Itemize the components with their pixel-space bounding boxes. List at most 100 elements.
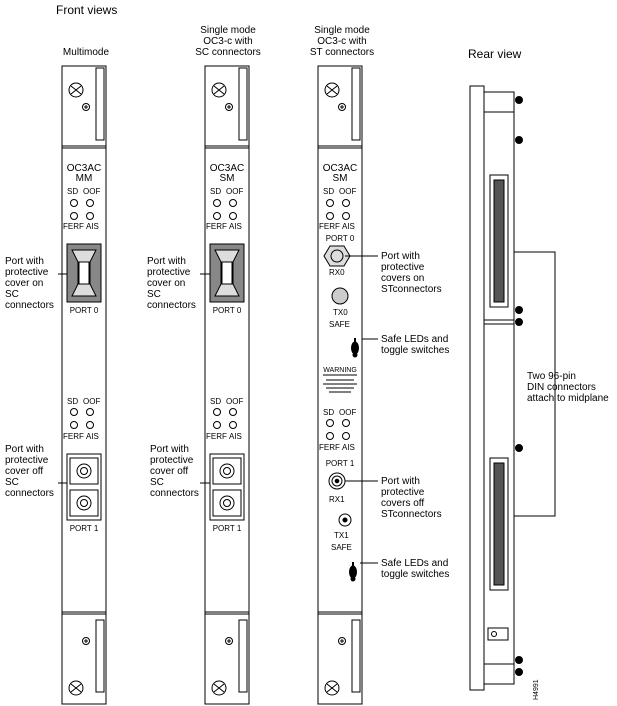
led-label-sd: SD: [323, 187, 335, 196]
callout-st-covers-off: Port with protective covers off STconnec…: [381, 476, 442, 520]
sc-port-cover-off: [66, 453, 102, 521]
led-label-ferf: FERF: [63, 432, 84, 441]
port-label: PORT 0: [325, 234, 355, 243]
led-label-ferf: FERF: [63, 222, 84, 231]
port-label: PORT 1: [212, 524, 242, 533]
st-port-rx1-open: [328, 472, 346, 490]
st-port-tx0-covered: [331, 287, 349, 305]
led-label-oof: OOF: [83, 187, 101, 196]
led-label-ais: AIS: [342, 222, 355, 231]
led-label-sd: SD: [67, 397, 79, 406]
leader-lines: [58, 255, 378, 564]
callout-safe-leds-1: Safe LEDs and toggle switches: [381, 334, 450, 356]
led-label-oof: OOF: [83, 397, 101, 406]
toggle-switch-icon: [349, 562, 357, 582]
card-title: OC3AC SM: [209, 163, 245, 184]
card-multimode: [61, 65, 107, 705]
callout-sc-cover-on: Port with protective cover on SC connect…: [147, 256, 196, 311]
st-port-tx1-open: [338, 513, 352, 527]
status-leds: [213, 199, 237, 220]
led-label-oof: OOF: [339, 408, 357, 417]
sc-port-cover-off: [209, 453, 245, 521]
status-leds: [213, 408, 237, 429]
led-label-oof: OOF: [226, 397, 244, 406]
led-label-oof: OOF: [226, 187, 244, 196]
din-connector-top: [489, 174, 509, 308]
led-label-ais: AIS: [86, 222, 99, 231]
safe-label: SAFE: [329, 320, 350, 329]
rear-screw-icon: [515, 444, 523, 452]
top-screw-icon: [68, 82, 84, 98]
rear-view-card: [469, 85, 556, 691]
callout-mm-cover-on: Port with protective cover on SC connect…: [5, 256, 54, 311]
callout-din-connectors: Two 96-pin DIN connectors attach to midp…: [527, 371, 609, 404]
rear-screw-icon: [515, 656, 523, 664]
small-screw-icon: [82, 103, 90, 111]
led-label-ais: AIS: [342, 443, 355, 452]
port-label: PORT 0: [212, 306, 242, 315]
din-connector-bottom: [489, 457, 509, 591]
rear-view-heading: Rear view: [468, 47, 522, 61]
toggle-switch-icon: [351, 338, 359, 358]
callout-safe-leds-2: Safe LEDs and toggle switches: [381, 558, 450, 580]
card-title: OC3AC MM: [66, 163, 102, 184]
led-label-ais: AIS: [86, 432, 99, 441]
led-label-ferf: FERF: [206, 222, 227, 231]
port-label: PORT 0: [69, 306, 99, 315]
callout-mm-cover-off: Port with protective cover off SC connec…: [5, 444, 54, 499]
card-singlemode-st: [317, 65, 363, 705]
small-screw-icon: [338, 637, 346, 645]
card-singlemode-sc: [204, 65, 250, 705]
rear-screw-icon: [515, 136, 523, 144]
led-label-sd: SD: [210, 187, 222, 196]
led-label-ais: AIS: [229, 432, 242, 441]
safe-label: SAFE: [331, 543, 352, 552]
rear-screw-icon: [515, 318, 523, 326]
st-port-rx0-covered: [323, 245, 351, 267]
top-screw-icon: [324, 82, 340, 98]
sc-port-cover-on: [209, 243, 245, 303]
rear-screw-icon: [515, 306, 523, 314]
warning-label: [323, 374, 357, 393]
small-screw-icon: [225, 103, 233, 111]
port-label: PORT 1: [325, 459, 355, 468]
status-leds: [70, 408, 94, 429]
small-screw-icon: [338, 103, 346, 111]
tx-label: TX1: [334, 531, 349, 540]
bottom-screw-icon: [68, 680, 84, 696]
singlemode-st-heading: Single mode OC3-c with ST connectors: [309, 25, 375, 58]
rx-label: RX1: [329, 495, 345, 504]
tx-label: TX0: [333, 308, 348, 317]
multimode-heading: Multimode: [62, 47, 110, 58]
sc-port-cover-on: [66, 243, 102, 303]
rear-bracket-icon: [487, 627, 509, 641]
status-leds: [326, 419, 350, 440]
led-label-ferf: FERF: [206, 432, 227, 441]
rear-screw-icon: [515, 668, 523, 676]
figure-id: H4991: [533, 679, 540, 700]
small-screw-icon: [82, 637, 90, 645]
callout-sc-cover-off: Port with protective cover off SC connec…: [150, 444, 199, 499]
led-label-ferf: FERF: [319, 443, 340, 452]
bottom-screw-icon: [211, 680, 227, 696]
led-label-sd: SD: [67, 187, 79, 196]
card-title: OC3AC SM: [322, 163, 358, 184]
rear-screw-icon: [515, 96, 523, 104]
top-screw-icon: [211, 82, 227, 98]
status-leds: [70, 199, 94, 220]
status-leds: [326, 199, 350, 220]
led-label-ais: AIS: [229, 222, 242, 231]
led-label-sd: SD: [210, 397, 222, 406]
bottom-screw-icon: [324, 680, 340, 696]
callout-st-covers-on: Port with protective covers on STconnect…: [381, 251, 442, 295]
front-views-heading: Front views: [56, 3, 118, 17]
small-screw-icon: [225, 637, 233, 645]
led-label-sd: SD: [323, 408, 335, 417]
led-label-oof: OOF: [339, 187, 357, 196]
warning-text: WARNING: [323, 367, 357, 374]
led-label-ferf: FERF: [319, 222, 340, 231]
singlemode-sc-heading: Single mode OC3-c with SC connectors: [195, 25, 261, 58]
port-label: PORT 1: [69, 524, 99, 533]
